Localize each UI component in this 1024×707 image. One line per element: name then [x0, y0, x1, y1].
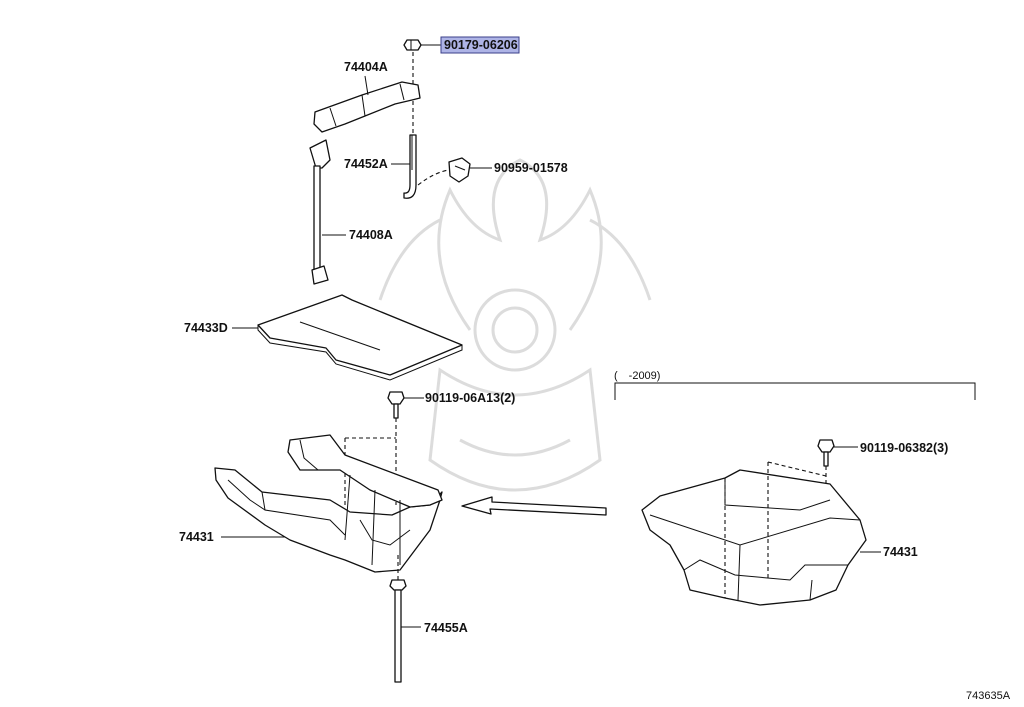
- hook-bolt-part[interactable]: [403, 134, 417, 199]
- bolt-alt-part[interactable]: [817, 439, 835, 467]
- svg-text:90179-06206: 90179-06206: [444, 38, 518, 52]
- battery-tray-right-part[interactable]: [641, 469, 867, 606]
- label-74404A: 74404A: [344, 60, 388, 74]
- diagram-id: 743635A: [966, 690, 1011, 702]
- insulator-part[interactable]: [257, 294, 463, 381]
- clamp-leader: [364, 75, 369, 96]
- label-74431-right: 74431: [883, 545, 918, 559]
- nut-top-part[interactable]: [403, 39, 422, 51]
- long-bolt-part[interactable]: [389, 579, 407, 683]
- variant-arrow: [461, 496, 607, 516]
- label-90959-01578: 90959-01578: [494, 161, 568, 175]
- label-74433D: 74433D: [184, 321, 228, 335]
- battery-tray-left-part[interactable]: [214, 434, 443, 573]
- hold-down-rod-part[interactable]: [309, 139, 331, 285]
- label-74452A: 74452A: [344, 157, 388, 171]
- bolt-tray-part[interactable]: [387, 391, 405, 419]
- part-number-90179-06206[interactable]: 90179-06206: [440, 36, 520, 54]
- clip-part[interactable]: [448, 157, 471, 183]
- tray-right-dashed: [724, 461, 827, 598]
- svg-text:( -2009): ( -2009): [614, 370, 660, 382]
- variant-bracket: ( -2009): [614, 370, 976, 400]
- label-90119-06382: 90119-06382(3): [860, 441, 948, 455]
- label-74408A: 74408A: [349, 228, 393, 242]
- clip-dashed: [417, 169, 450, 186]
- label-74431-left: 74431: [179, 530, 214, 544]
- watermark-emblem: [378, 158, 652, 492]
- label-90119-06A13: 90119-06A13(2): [425, 391, 515, 405]
- clamp-part[interactable]: [313, 81, 421, 133]
- label-74455A: 74455A: [424, 621, 468, 635]
